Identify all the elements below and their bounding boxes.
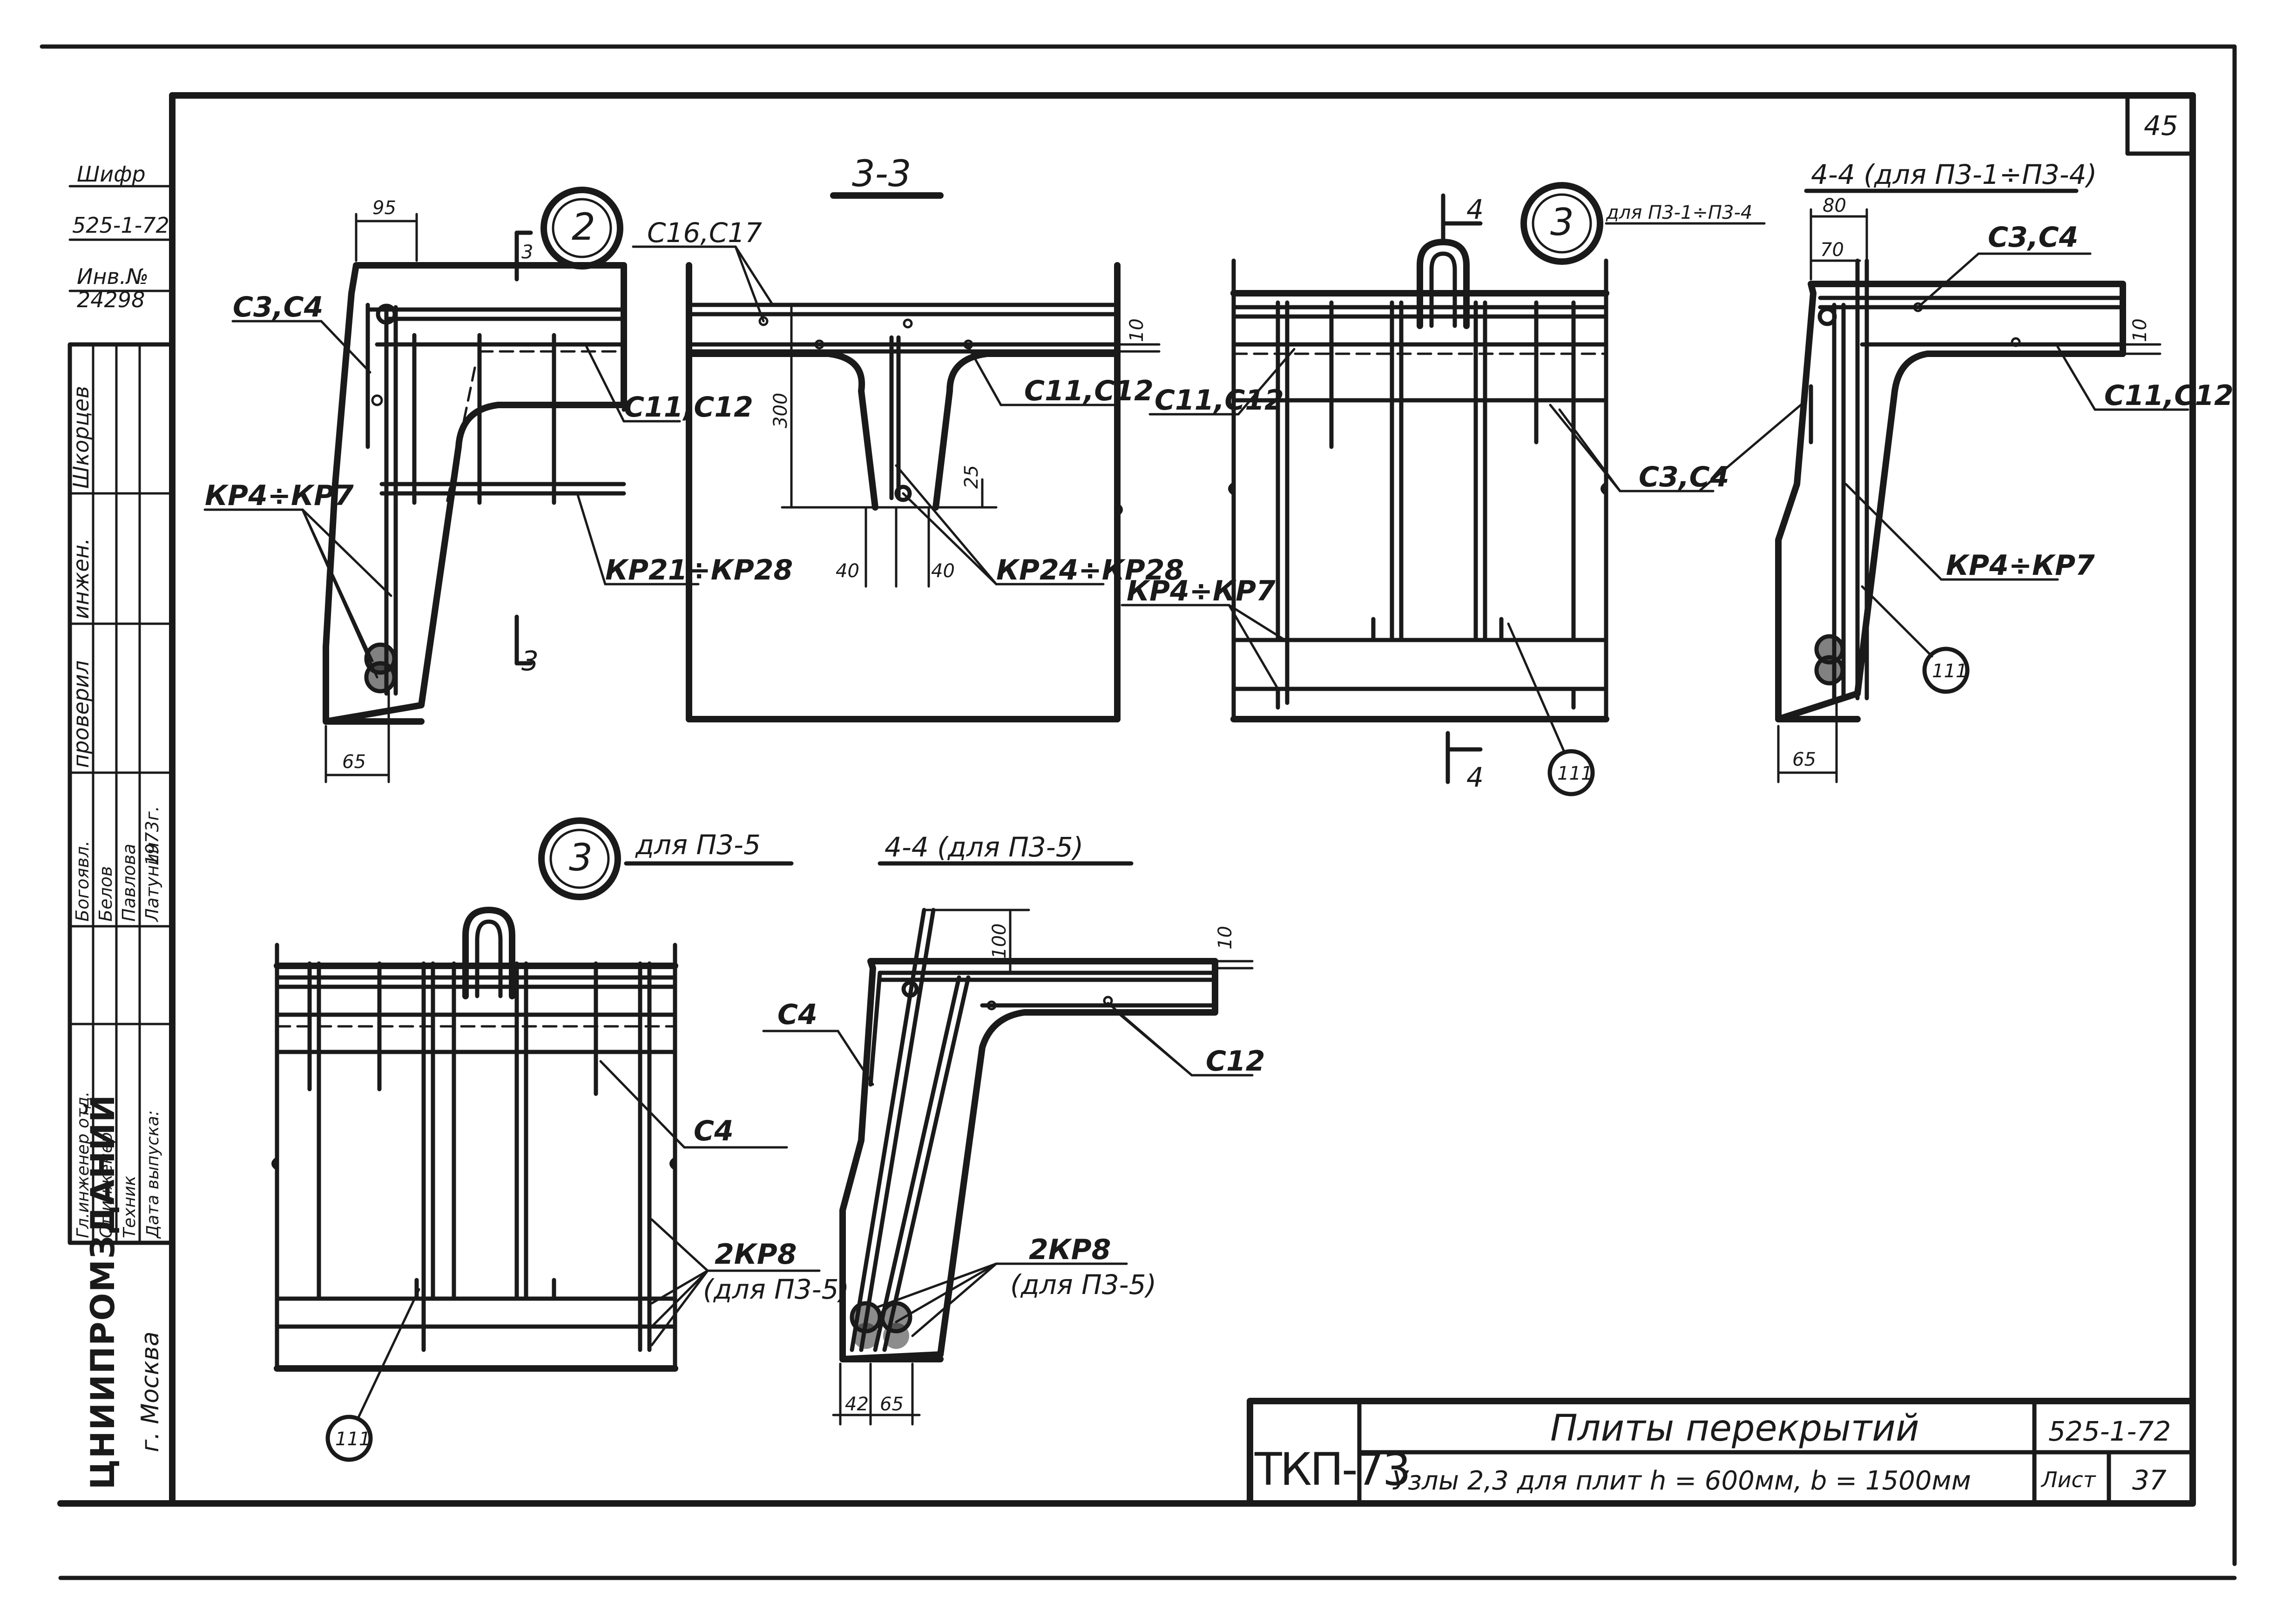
section-4-4a-drawing: 4-4 (для П3-1÷П3-4) 80 70 10 65 С3, bbox=[1698, 159, 2234, 783]
stamp-name-1: Богоявл. bbox=[72, 841, 93, 922]
stamp-role-2: Ст.инженер bbox=[97, 1132, 116, 1238]
stamp-name-3: Павлова bbox=[119, 844, 139, 922]
stamp-role-3: Техник bbox=[120, 1176, 139, 1238]
node2-dim-95: 95 bbox=[372, 197, 396, 219]
sec33-label-c11c12: С11,С12 bbox=[1024, 375, 1154, 407]
stamp-name-4: Латунин bbox=[142, 842, 162, 923]
sec44b-label-p35: (для П3-5) bbox=[1010, 1269, 1156, 1301]
stamp-extra-2: инжен. bbox=[68, 538, 94, 619]
sec44b-label-c12: С12 bbox=[1206, 1045, 1265, 1078]
stamp-org: ЦНИИПРОМЗДАНИЙ bbox=[84, 1094, 122, 1489]
stamp-name-2: Белов bbox=[95, 866, 116, 922]
node2-label-kp4-kp7: КР4÷КР7 bbox=[205, 479, 354, 512]
sec44b-title: 4-4 (для П3-5) bbox=[885, 831, 1083, 863]
sec33-label-c16c17: С16,С17 bbox=[647, 217, 762, 249]
node2-section-mark-top: 3 bbox=[521, 242, 533, 263]
titleblock-sheet-label: Лист bbox=[2040, 1467, 2096, 1492]
stamp-extra-4: 1973г. bbox=[142, 806, 162, 866]
sec44b-dim-42: 42 bbox=[845, 1394, 869, 1415]
sec44b-dim-65: 65 bbox=[880, 1394, 904, 1415]
node3a-section-mark-top: 4 bbox=[1466, 194, 1484, 225]
sec44a-dim-80: 80 bbox=[1823, 195, 1846, 216]
node3a-label-c11c12: С11,С12 bbox=[1155, 384, 1284, 417]
sec44b-label-c4: С4 bbox=[777, 998, 817, 1031]
sheet-number: 45 bbox=[2144, 110, 2178, 142]
node3a-subtitle: для П3-1÷П3-4 bbox=[1606, 202, 1752, 223]
stamp-city: г. Москва bbox=[136, 1331, 164, 1452]
sec44a-label-c11c12: С11,С12 bbox=[2104, 379, 2234, 412]
titleblock-name: Плиты перекрытий bbox=[1550, 1408, 1919, 1449]
stamp-inv-label: Инв.№ bbox=[77, 264, 149, 289]
node3b-subtitle: для П3-5 bbox=[635, 829, 761, 861]
stamp-cipher-label: Шифр bbox=[77, 162, 146, 187]
node2-label-kp21-kp28: КР21÷КР28 bbox=[605, 554, 793, 586]
left-stamp: Шифр 525-1-72 Инв.№ 24298 Шкорцев инжен.… bbox=[68, 162, 175, 1489]
sec33-label-kp24-kp28: КР24÷КР28 bbox=[996, 554, 1184, 586]
node2-marker: 2 bbox=[572, 205, 595, 249]
title-block: ТКП-73 Плиты перекрытий Узлы 2,3 для пли… bbox=[1247, 1398, 2196, 1507]
node3a-marker: 3 bbox=[1550, 201, 1574, 244]
sec44b-label-2kp8: 2КР8 bbox=[1029, 1233, 1111, 1266]
node3b-label-c4: С4 bbox=[694, 1115, 734, 1147]
sec33-title: 3-3 bbox=[852, 153, 911, 195]
sec44a-label-kp4-kp7: КР4÷КР7 bbox=[1946, 549, 2095, 582]
stamp-role-1: Гл.инженер отд. bbox=[74, 1092, 93, 1238]
titleblock-code: 525-1-72 bbox=[2048, 1415, 2171, 1447]
section-3-3-drawing: 3-3 300 10 25 40 40 bbox=[632, 153, 1184, 722]
node3a-label-111: 111 bbox=[1557, 763, 1593, 784]
sec44a-dim-10: 10 bbox=[2129, 318, 2151, 342]
node2-label-c3c4: С3,С4 bbox=[233, 291, 323, 323]
node3b-label-111: 111 bbox=[335, 1429, 371, 1450]
node-3b-drawing: 3 для П3-5 С4 2КР bbox=[271, 817, 849, 1462]
section-4-4b-drawing: 4-4 (для П3-5) 100 10 42 65 С4 bbox=[762, 831, 1265, 1426]
node3a-section-mark-bottom: 4 bbox=[1466, 761, 1484, 793]
stamp-cipher: 525-1-72 bbox=[72, 213, 169, 238]
sec44b-dim-10: 10 bbox=[1215, 926, 1236, 950]
node-3a-drawing: 4 4 3 для П3-1÷П3-4 С11,С12 С3,С4 КР4÷КР… bbox=[1121, 182, 1766, 796]
titleblock-org: ТКП-73 bbox=[1254, 1443, 1409, 1496]
sec33-dim-25: 25 bbox=[961, 465, 982, 489]
titleblock-desc: Узлы 2,3 для плит h = 600мм, b = 1500мм bbox=[1392, 1466, 1971, 1496]
stamp-role-4: Дата выпуска: bbox=[143, 1110, 162, 1239]
node3b-label-2kp8: 2КР8 bbox=[715, 1238, 797, 1271]
stamp-extra-1: Шкорцев bbox=[68, 386, 94, 489]
sec44b-dim-100: 100 bbox=[989, 923, 1010, 959]
stamp-extra-3: проверил bbox=[68, 660, 94, 768]
sheet-frame bbox=[40, 44, 2237, 1580]
sec44a-label-c3c4: С3,С4 bbox=[1988, 221, 2078, 254]
node3b-label-p35: (для П3-5) bbox=[703, 1274, 849, 1305]
node2-section-mark-bottom: 3 bbox=[521, 645, 539, 677]
sec44a-dim-65: 65 bbox=[1792, 749, 1816, 770]
stamp-inv: 24298 bbox=[77, 287, 145, 312]
sheet-number-box: 45 bbox=[2125, 93, 2195, 156]
node3a-label-kp4-kp7: КР4÷КР7 bbox=[1127, 575, 1276, 607]
sec33-dim-300: 300 bbox=[770, 393, 791, 428]
sec44a-title: 4-4 (для П3-1÷П3-4) bbox=[1811, 159, 2097, 190]
sec44a-label-111: 111 bbox=[1932, 660, 1967, 682]
sec33-dim-10: 10 bbox=[1126, 318, 1148, 342]
node-2-drawing: 95 65 3 3 2 С3,С4 КР4÷КР7 С11,С12 КР21÷К… bbox=[203, 187, 793, 783]
sec33-dim-40a: 40 bbox=[836, 560, 859, 582]
sec44a-dim-70: 70 bbox=[1820, 239, 1844, 261]
titleblock-sheet: 37 bbox=[2132, 1464, 2167, 1496]
node2-dim-65: 65 bbox=[342, 751, 366, 773]
sec33-dim-40b: 40 bbox=[931, 560, 955, 582]
node3b-marker: 3 bbox=[569, 836, 593, 879]
